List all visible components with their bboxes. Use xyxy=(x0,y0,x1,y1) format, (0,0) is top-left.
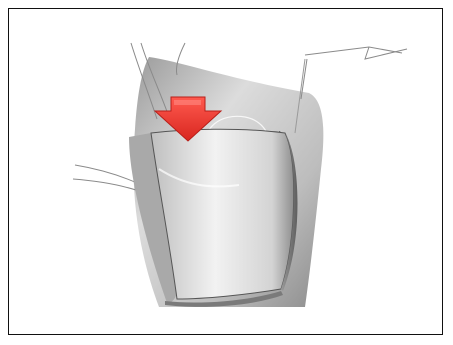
glove-box-illustration xyxy=(9,9,443,335)
trim-line xyxy=(73,179,139,191)
illustration-frame xyxy=(8,8,443,335)
